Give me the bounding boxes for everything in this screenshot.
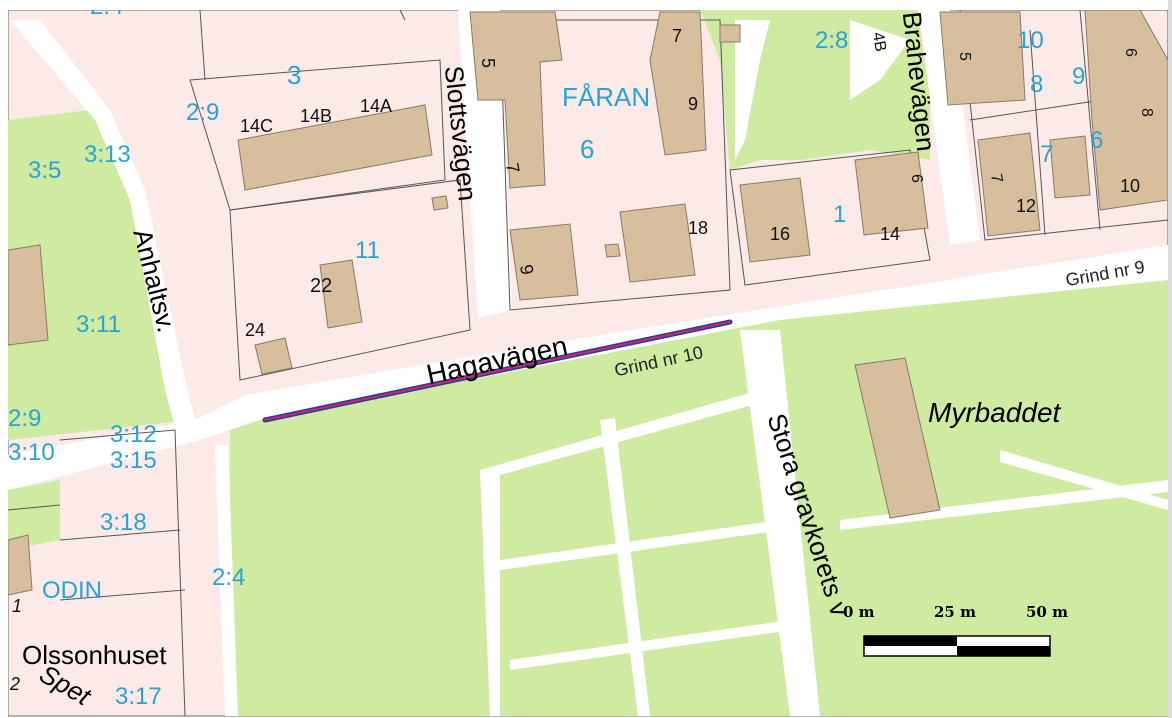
- block-label: 3:18: [100, 509, 147, 536]
- address-labels: 14C 14B 14A 5 7 9 22 24 7 9 18 4B 5 6 8 …: [9, 26, 1155, 694]
- address-label: 5: [478, 58, 498, 68]
- block-label: 3:5: [28, 157, 61, 184]
- block-label: 2:8: [815, 27, 848, 54]
- street-label-olssonhuset: Olssonhuset: [22, 640, 167, 670]
- block-labels: 2:4 3 2:9 3:13 3:5 11 3:11 3:12 3:15 3:1…: [8, 0, 1103, 710]
- block-label: ODIN: [42, 577, 102, 604]
- block-label: 3:15: [110, 447, 157, 474]
- frame-left: [0, 0, 8, 718]
- block-label: 6: [580, 134, 594, 164]
- address-label: 14A: [360, 96, 392, 116]
- block-label: 10: [1017, 27, 1044, 54]
- roads: [8, 10, 1168, 716]
- address-label: 14B: [300, 106, 332, 126]
- address-label: 14: [880, 224, 900, 244]
- block-label: 2:9: [8, 405, 41, 432]
- address-label: 16: [770, 224, 790, 244]
- address-label: 22: [310, 275, 332, 297]
- address-label: 12: [1016, 196, 1036, 216]
- block-label: 3:10: [8, 439, 55, 466]
- block-label: 6: [1090, 127, 1103, 154]
- block-label: 1: [833, 201, 846, 228]
- parcel-borders: [7, 9, 1169, 717]
- block-label: 3:17: [115, 683, 162, 710]
- address-label: 6: [908, 174, 925, 183]
- scale-bar: 0 m 25 m 50 m: [843, 603, 1068, 657]
- block-label: FÅRAN: [562, 82, 650, 112]
- address-label: 10: [1120, 176, 1140, 196]
- scale-label-0: 0 m: [843, 603, 875, 621]
- highlighted-route[interactable]: [262, 319, 733, 423]
- block-label: 3:11: [76, 311, 121, 338]
- address-label: 8: [1138, 108, 1155, 117]
- address-label: 7: [672, 26, 682, 46]
- address-label: 7: [502, 161, 523, 174]
- block-label: 3:12: [110, 421, 157, 448]
- block-label: 8: [1030, 71, 1043, 98]
- block-label: 2:9: [186, 99, 219, 126]
- frame-top: [0, 0, 1172, 10]
- address-label: 9: [516, 263, 537, 276]
- address-label: 1: [12, 596, 22, 616]
- address-label: 18: [688, 218, 708, 238]
- place-labels: Myrbaddet: [928, 397, 1062, 428]
- block-label: 11: [355, 237, 380, 264]
- address-label: 6: [1122, 48, 1139, 57]
- block-label: 7: [1040, 141, 1053, 168]
- address-label: 7: [987, 173, 1005, 185]
- address-label: 4B: [869, 31, 889, 53]
- frame-right: [1168, 0, 1172, 718]
- block-label: 2:4: [212, 564, 245, 591]
- address-label: 24: [245, 320, 265, 340]
- block-label: 3:13: [84, 141, 131, 168]
- scale-label-25: 25 m: [934, 603, 976, 621]
- scale-label-50: 50 m: [1026, 603, 1068, 621]
- block-label: 3: [287, 60, 301, 90]
- address-label: 9: [688, 94, 698, 114]
- buildings: [7, 9, 1169, 596]
- address-label: 14C: [240, 116, 273, 136]
- place-label-myrbaddet: Myrbaddet: [928, 397, 1062, 428]
- address-label: 2: [9, 674, 20, 694]
- address-label: 5: [956, 52, 973, 61]
- block-label: 9: [1072, 63, 1085, 90]
